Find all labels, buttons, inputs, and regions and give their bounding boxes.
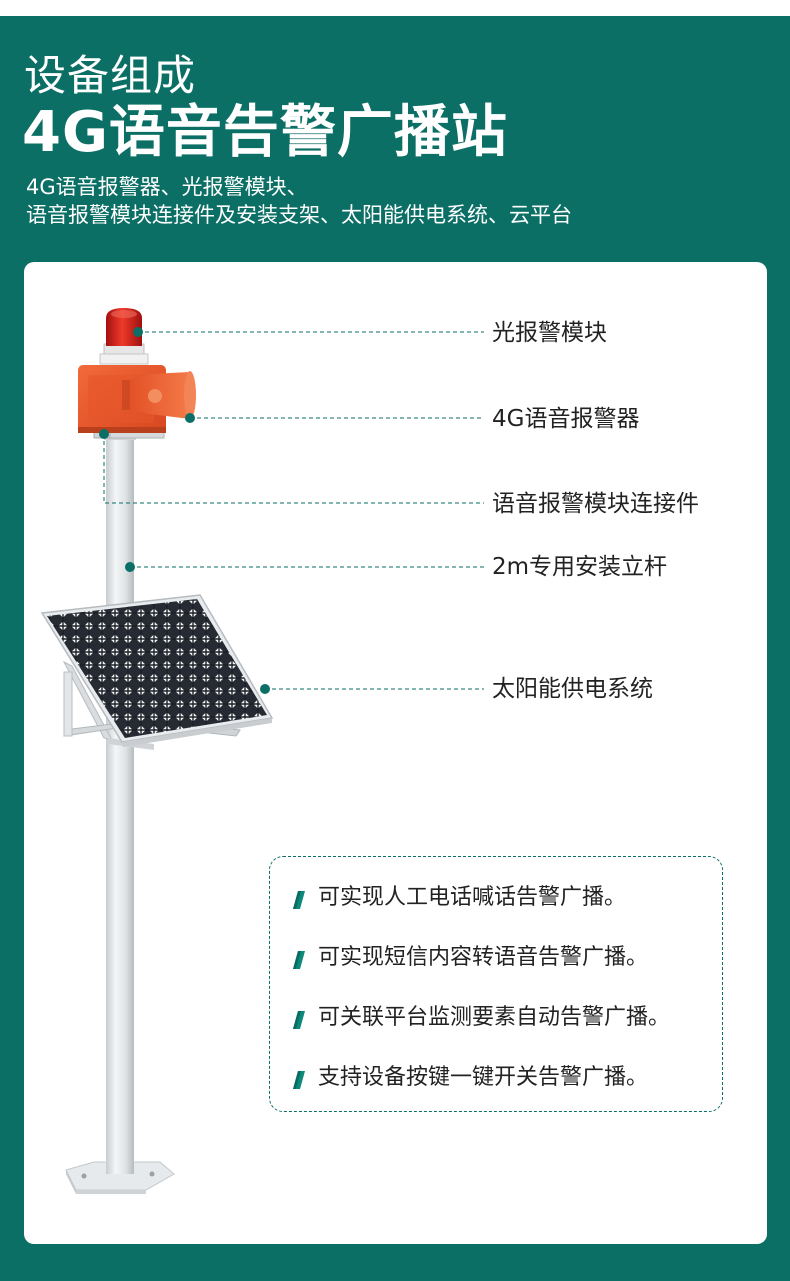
callout-dot-connector [99, 429, 109, 439]
leaf-bullet-icon [293, 951, 305, 969]
voice-alarm-device [78, 365, 196, 433]
base-plate [65, 1161, 175, 1194]
title-big: 4G语音告警广播站 [22, 100, 508, 165]
callout-label-solar: 太阳能供电系统 [492, 676, 653, 702]
features-box: 可实现人工电话喊话告警广播。 可实现短信内容转语音告警广播。 可关联平台监测要素… [269, 856, 723, 1112]
feature-text: 可实现短信内容转语音告警广播。 [318, 945, 649, 970]
header-section: 设备组成 4G语音告警广播站 4G语音报警器、光报警模块、 语音报警模块连接件及… [0, 16, 790, 261]
leaf-bullet-icon [293, 1011, 305, 1029]
feature-text: 支持设备按键一键开关告警广播。 [318, 1065, 649, 1090]
callout-dot-voice-alarm [185, 413, 195, 423]
bottom-bar [0, 1244, 790, 1281]
feature-text: 可实现人工电话喊话告警广播。 [318, 885, 627, 910]
feature-text: 可关联平台监测要素自动告警广播。 [318, 1005, 671, 1030]
callout-label-voice-alarm: 4G语音报警器 [492, 406, 640, 432]
callout-leaders [103, 331, 484, 690]
callout-dot-solar [260, 684, 270, 694]
solar-panel [40, 594, 274, 747]
product-illustration [40, 308, 484, 1194]
mounting-pole [106, 434, 134, 1174]
subtitle-line-1: 4G语音报警器、光报警模块、 [26, 175, 308, 199]
title-small: 设备组成 [24, 51, 197, 100]
leaf-bullet-icon [293, 1071, 305, 1089]
callout-label-light-alarm: 光报警模块 [492, 320, 607, 346]
product-card: 光报警模块 4G语音报警器 语音报警模块连接件 2m专用安装立杆 太阳能供电系统… [24, 262, 767, 1244]
callout-dot-beacon [133, 327, 143, 337]
callout-label-connector: 语音报警模块连接件 [492, 491, 699, 517]
callout-label-pole: 2m专用安装立杆 [492, 554, 668, 580]
subtitle-line-2: 语音报警模块连接件及安装支架、太阳能供电系统、云平台 [26, 203, 572, 227]
leaf-bullet-icon [293, 891, 305, 909]
callout-dot-pole [125, 562, 135, 572]
light-alarm-beacon [99, 308, 149, 365]
top-white-strip [0, 0, 790, 16]
